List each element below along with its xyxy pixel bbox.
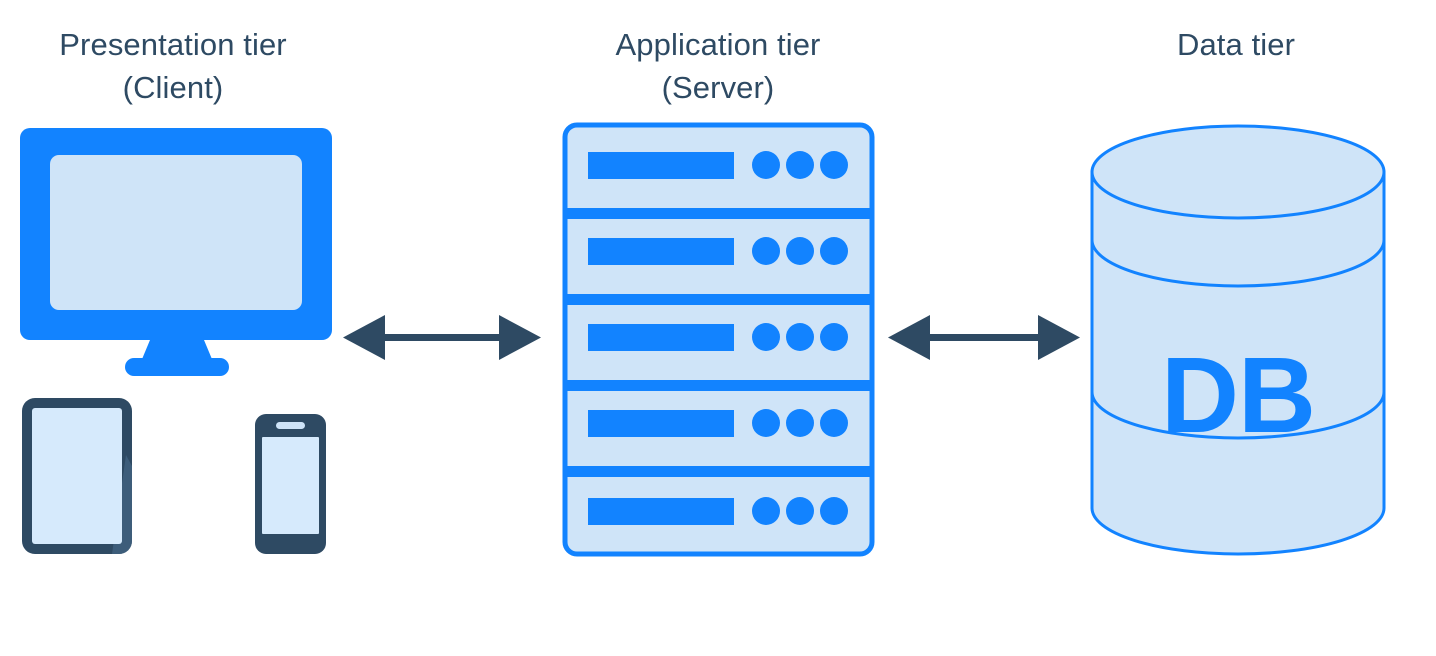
server-unit-2-light-1 — [752, 237, 780, 265]
tier-title-application-line1: Application tier — [616, 27, 821, 62]
server-unit-3 — [588, 323, 848, 351]
server-unit-4-light-2 — [786, 409, 814, 437]
server-rack-icon — [562, 122, 875, 557]
server-unit-3-light-3 — [820, 323, 848, 351]
database-band-divider-1 — [1090, 239, 1386, 288]
database-label: DB — [1161, 334, 1315, 455]
server-unit-5 — [588, 497, 848, 525]
smartphone-screen — [262, 437, 319, 534]
server-unit-4-bar — [588, 410, 734, 437]
server-unit-2-light-3 — [820, 237, 848, 265]
monitor-screen — [50, 155, 302, 310]
server-unit-1-light-3 — [820, 151, 848, 179]
server-unit-5-light-2 — [786, 497, 814, 525]
server-unit-5-light-1 — [752, 497, 780, 525]
connector-2-right-arrowhead — [1038, 315, 1080, 360]
tier-title-application-line2: (Server) — [662, 70, 775, 105]
server-unit-1-light-1 — [752, 151, 780, 179]
connector-2-left-arrowhead — [888, 315, 930, 360]
server-unit-2 — [588, 237, 848, 265]
tier-title-presentation: Presentation tier (Client) — [59, 27, 286, 105]
tier-title-presentation-line2: (Client) — [123, 70, 224, 105]
database-cylinder-top — [1090, 124, 1386, 220]
connector-1-left-arrowhead — [343, 315, 385, 360]
server-unit-5-bar — [588, 498, 734, 525]
connector-1-right-arrowhead — [499, 315, 541, 360]
tablet-screen — [32, 408, 122, 544]
server-unit-1-light-2 — [786, 151, 814, 179]
connector-client-to-server-arrow — [343, 315, 541, 360]
server-unit-3-light-2 — [786, 323, 814, 351]
server-divider-3 — [567, 380, 870, 391]
smartphone-icon — [255, 414, 326, 554]
server-divider-4 — [567, 466, 870, 477]
connector-2-shaft — [920, 334, 1049, 341]
tablet-icon — [22, 398, 132, 554]
database-cylinder-icon: DB — [1090, 124, 1386, 556]
server-unit-4 — [588, 409, 848, 437]
monitor-stand-base — [125, 358, 229, 376]
tier-title-presentation-line1: Presentation tier — [59, 27, 286, 62]
server-unit-1 — [588, 151, 848, 179]
server-unit-5-light-3 — [820, 497, 848, 525]
server-unit-2-bar — [588, 238, 734, 265]
connector-server-to-data-arrow — [888, 315, 1080, 360]
tier-title-data: Data tier — [1177, 27, 1295, 62]
server-unit-1-bar — [588, 152, 734, 179]
server-divider-1 — [567, 208, 870, 219]
server-unit-4-light-1 — [752, 409, 780, 437]
tier-title-data-line1: Data tier — [1177, 27, 1295, 62]
smartphone-speaker — [276, 422, 305, 429]
connector-1-shaft — [375, 334, 518, 341]
monitor-icon — [20, 128, 332, 376]
server-unit-4-light-3 — [820, 409, 848, 437]
database-band-divider-2 — [1090, 391, 1386, 440]
server-unit-3-light-1 — [752, 323, 780, 351]
server-unit-2-light-2 — [786, 237, 814, 265]
server-unit-3-bar — [588, 324, 734, 351]
server-divider-2 — [567, 294, 870, 305]
database-cylinder-body — [1090, 170, 1386, 556]
tier-title-application: Application tier (Server) — [616, 27, 821, 105]
